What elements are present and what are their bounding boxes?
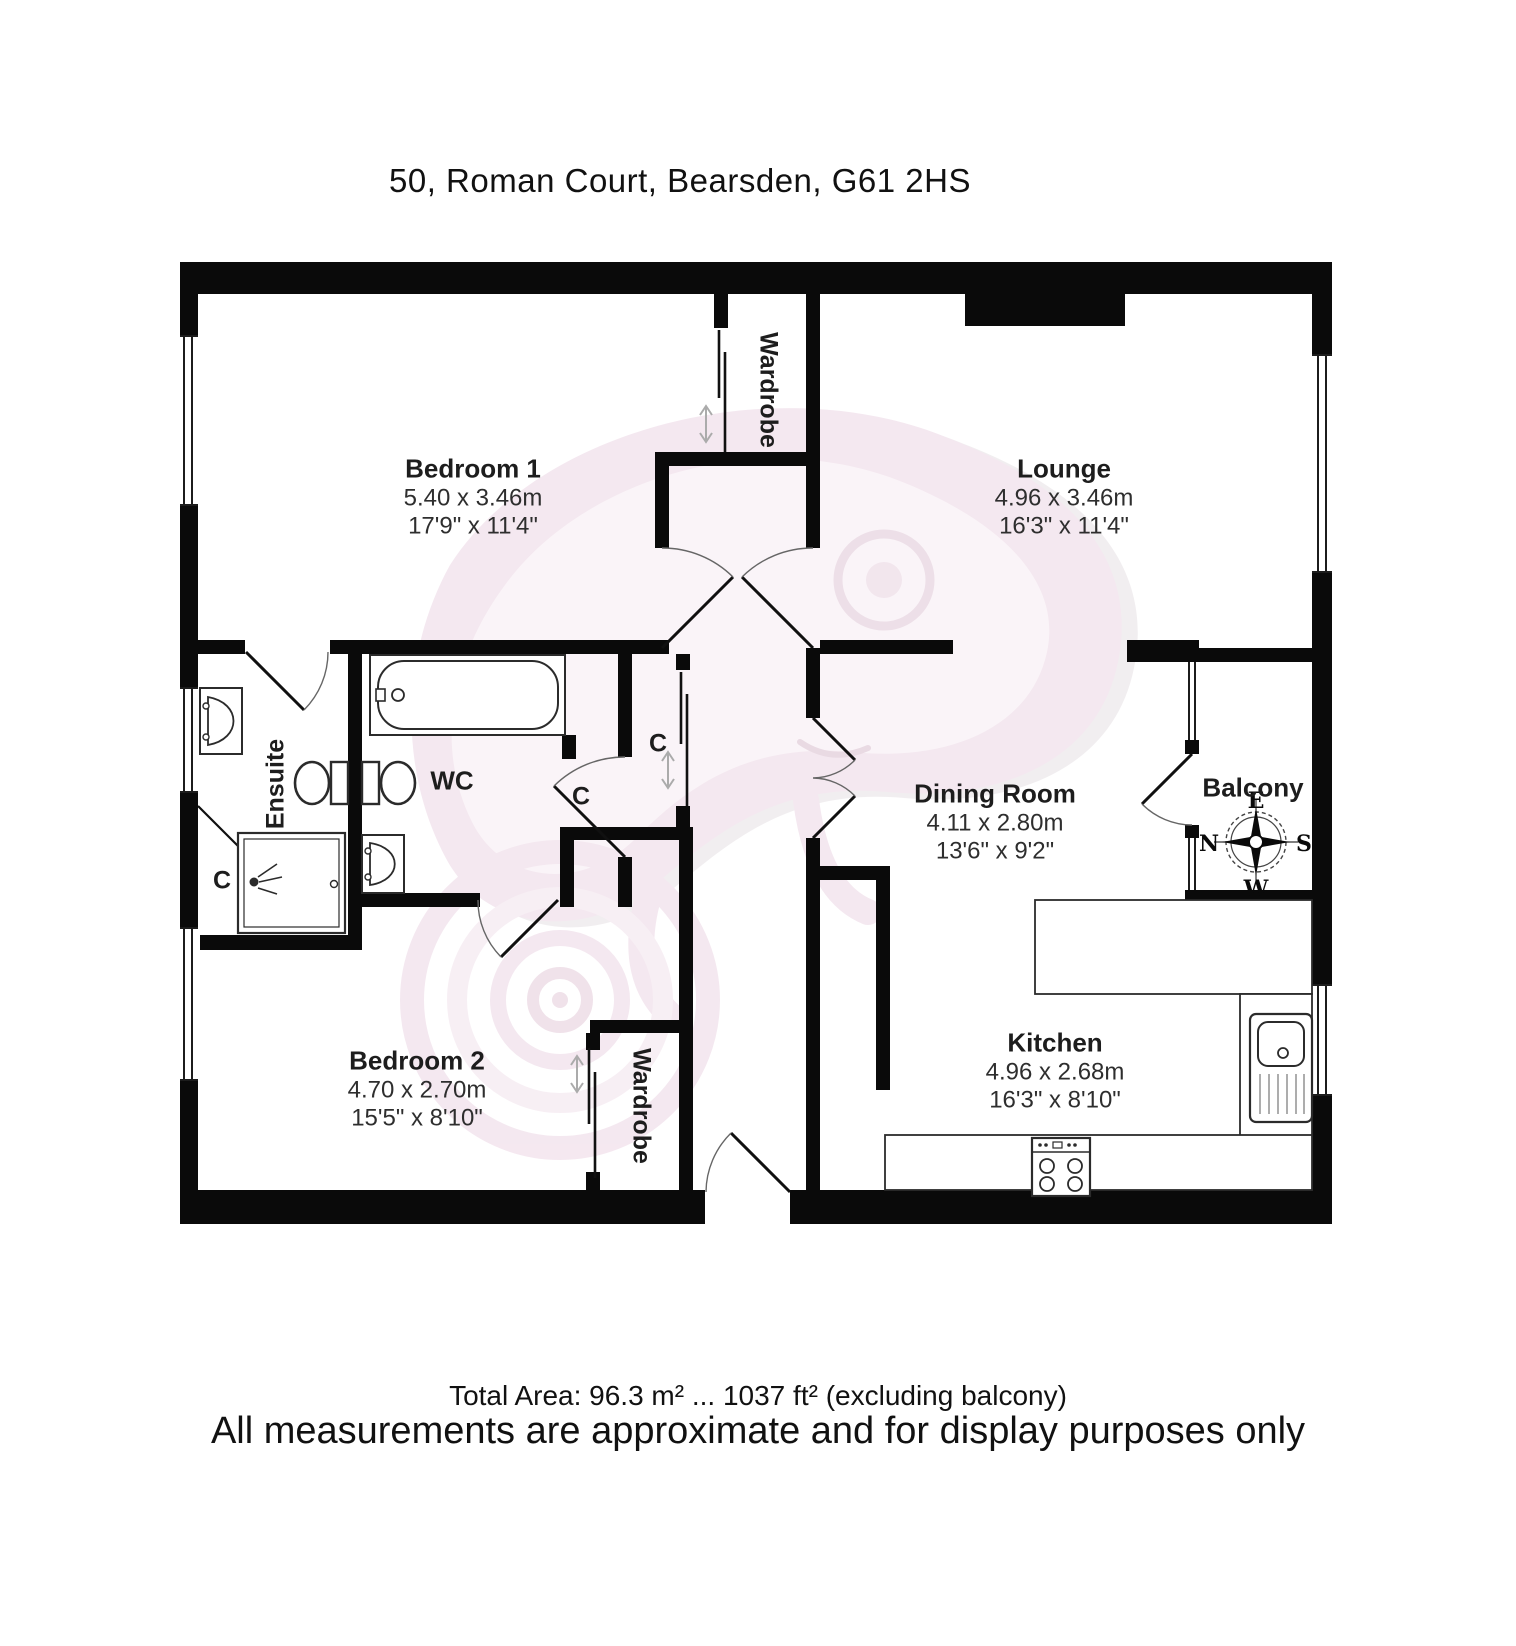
lounge-name: Lounge xyxy=(1017,453,1111,484)
disclaimer-text: All measurements are approximate and for… xyxy=(210,1410,1306,1452)
compass-south-label: S xyxy=(1296,831,1312,857)
shower-icon xyxy=(236,831,347,935)
sink-ensuite-icon xyxy=(199,687,243,755)
kitchen-imperial: 16'3" x 8'10" xyxy=(989,1086,1121,1114)
door-entrance xyxy=(705,1131,792,1194)
window-bedroom1 xyxy=(178,335,200,506)
room-label-ensuite: Ensuite xyxy=(261,738,290,830)
compass-rose-icon: E N S W xyxy=(1199,788,1312,902)
room-label-dining: Dining Room 4.11 x 2.80m 13'6" x 9'2" xyxy=(914,778,1076,865)
door-balcony-french xyxy=(1140,752,1194,826)
window-kitchen xyxy=(1310,984,1334,1096)
kitchen-sink-icon xyxy=(1248,1012,1314,1124)
bedroom2-name: Bedroom 2 xyxy=(349,1045,485,1076)
room-label-bedroom2: Bedroom 2 4.70 x 2.70m 15'5" x 8'10" xyxy=(348,1045,487,1132)
door-bedroom1 xyxy=(660,547,735,650)
compass-east-label: E xyxy=(1248,788,1265,814)
dining-imperial: 13'6" x 9'2" xyxy=(935,837,1055,865)
sliding-door-hall-closet xyxy=(661,672,689,806)
total-area-text: Total Area: 96.3 m² ... 1037 ft² (exclud… xyxy=(449,1380,1067,1411)
room-label-wardrobe-top: Wardrobe xyxy=(754,332,783,448)
room-label-wardrobe-bottom: Wardrobe xyxy=(627,1048,656,1164)
bedroom2-imperial: 15'5" x 8'10" xyxy=(351,1104,483,1132)
lounge-imperial: 16'3" x 11'4" xyxy=(999,512,1129,540)
room-label-balcony: Balcony xyxy=(1202,772,1304,803)
closet-label-wc: C xyxy=(571,782,591,811)
kitchen-name: Kitchen xyxy=(1007,1027,1103,1058)
sliding-door-wardrobe-top xyxy=(699,330,727,452)
sliding-door-wardrobe-bottom xyxy=(570,1048,597,1178)
dining-metric: 4.11 x 2.80m xyxy=(926,809,1064,837)
toilet-wc-icon xyxy=(360,760,417,806)
room-label-bedroom1: Bedroom 1 5.40 x 3.46m 17'9" x 11'4" xyxy=(404,453,543,540)
page-title: 50, Roman Court, Bearsden, G61 2HS xyxy=(389,162,971,199)
closet-label-ensuite: C xyxy=(212,866,232,895)
windows xyxy=(178,335,1334,1226)
kitchen-metric: 4.96 x 2.68m xyxy=(985,1058,1125,1086)
doors xyxy=(197,547,1194,1194)
door-bedroom2 xyxy=(477,898,560,959)
fixtures xyxy=(199,654,1314,1198)
stove-icon xyxy=(1030,1136,1092,1198)
entrance-opening xyxy=(705,1188,790,1226)
room-label-kitchen: Kitchen 4.96 x 2.68m 16'3" x 8'10" xyxy=(986,1027,1125,1114)
dining-name: Dining Room xyxy=(914,778,1076,809)
sink-wc-icon xyxy=(361,834,405,894)
window-bedroom2 xyxy=(178,927,200,1081)
lounge-metric: 4.96 x 3.46m xyxy=(994,484,1134,512)
compass-north-label: N xyxy=(1199,831,1219,857)
window-lounge xyxy=(1310,354,1334,573)
door-ensuite xyxy=(244,650,329,712)
door-ensuite-closet xyxy=(197,805,241,849)
room-label-lounge: Lounge 4.96 x 3.46m 16'3" x 11'4" xyxy=(995,453,1134,540)
bedroom1-metric: 5.40 x 3.46m xyxy=(403,484,543,512)
door-dining-double xyxy=(811,716,857,840)
door-wc xyxy=(552,756,627,859)
window-ensuite xyxy=(178,687,200,793)
bedroom2-metric: 4.70 x 2.70m xyxy=(347,1076,487,1104)
closet-label-hall: C xyxy=(648,729,668,758)
compass-west-label: W xyxy=(1243,876,1269,902)
bedroom1-name: Bedroom 1 xyxy=(405,453,541,484)
room-label-wc: WC xyxy=(430,765,474,796)
watermark-chameleon-icon xyxy=(400,408,1138,1160)
door-lounge xyxy=(740,547,815,650)
bedroom1-imperial: 17'9" x 11'4" xyxy=(408,512,538,540)
sliding-doors xyxy=(570,330,727,1178)
balcony-glazed-panels xyxy=(1184,662,1200,890)
bathtub-icon xyxy=(369,654,566,736)
toilet-ensuite-icon xyxy=(293,760,350,806)
